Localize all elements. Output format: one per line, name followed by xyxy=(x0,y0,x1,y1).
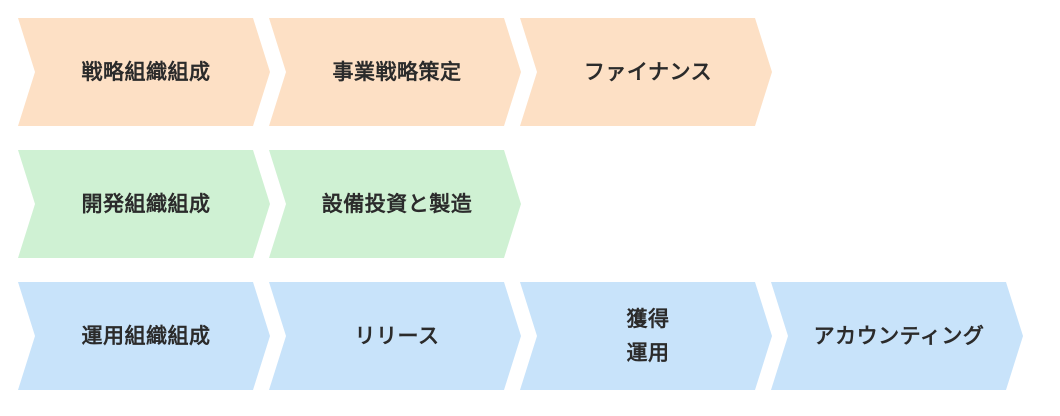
step-label: リリース xyxy=(354,324,440,348)
step-release: リリース xyxy=(269,282,521,390)
step-acquisition-operation: 獲得 運用 xyxy=(520,282,772,390)
step-label: 戦略組織組成 xyxy=(81,60,211,84)
step-label: 事業戦略策定 xyxy=(332,60,462,84)
step-label: 設備投資と製造 xyxy=(321,192,473,216)
step-business-strategy: 事業戦略策定 xyxy=(269,18,521,126)
step-capex-manufacturing: 設備投資と製造 xyxy=(269,150,521,258)
step-ops-org-formation: 運用組織組成 xyxy=(18,282,270,390)
step-dev-org-formation: 開発組織組成 xyxy=(18,150,270,258)
step-label: 開発組織組成 xyxy=(81,192,211,216)
step-finance: ファイナンス xyxy=(520,18,772,126)
step-strategy-org-formation: 戦略組織組成 xyxy=(18,18,270,126)
step-label: ファイナンス xyxy=(583,60,713,84)
step-label: 運用組織組成 xyxy=(81,324,211,348)
step-label: アカウンティング xyxy=(813,324,985,348)
step-accounting: アカウンティング xyxy=(771,282,1023,390)
step-label: 獲得 運用 xyxy=(626,307,670,365)
